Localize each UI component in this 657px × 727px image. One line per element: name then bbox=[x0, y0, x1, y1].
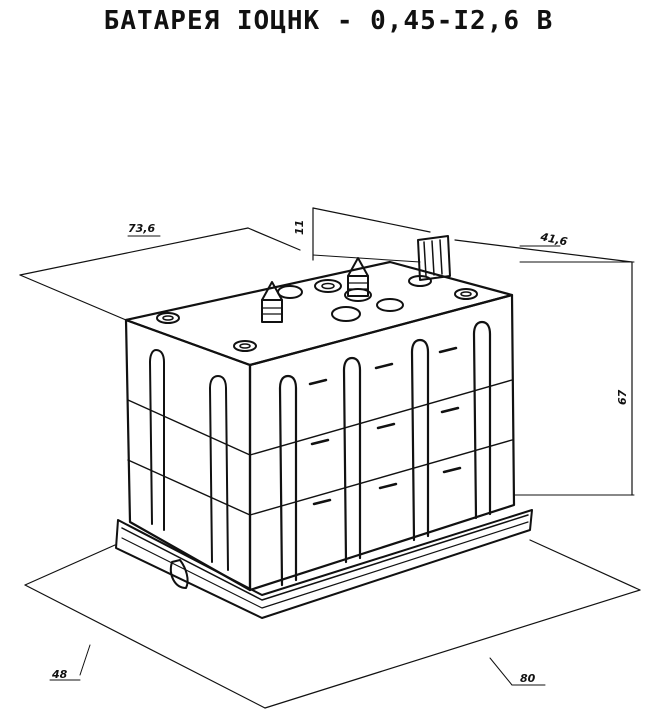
dimension-terminal-height: 11 bbox=[293, 207, 431, 263]
dim-label-67: 67 bbox=[616, 389, 629, 405]
drain-plug-icon bbox=[169, 559, 189, 589]
dim-label-73-6: 73,6 bbox=[128, 222, 155, 235]
dimension-base-length: 80 bbox=[264, 539, 641, 709]
battery-lid bbox=[124, 260, 514, 367]
dimension-top-width: 41,6 bbox=[454, 230, 633, 263]
dimension-top-length: 73,6 bbox=[19, 222, 301, 321]
battery-base-tray bbox=[115, 509, 533, 619]
dimension-height: 67 bbox=[514, 261, 635, 496]
drawing-title: БАТАРЕЯ IОЦНК - 0,45-I2,6 В bbox=[103, 6, 554, 36]
battery-front-face bbox=[248, 293, 516, 592]
dim-label-80: 80 bbox=[520, 672, 536, 685]
terminal-negative bbox=[261, 281, 283, 323]
terminal-positive bbox=[347, 257, 369, 297]
terminal-tab bbox=[417, 235, 451, 281]
dim-label-48: 48 bbox=[51, 668, 68, 681]
dim-label-41-6: 41,6 bbox=[538, 230, 569, 249]
dimension-base-width: 48 bbox=[24, 544, 266, 709]
dim-label-11: 11 bbox=[293, 220, 306, 235]
